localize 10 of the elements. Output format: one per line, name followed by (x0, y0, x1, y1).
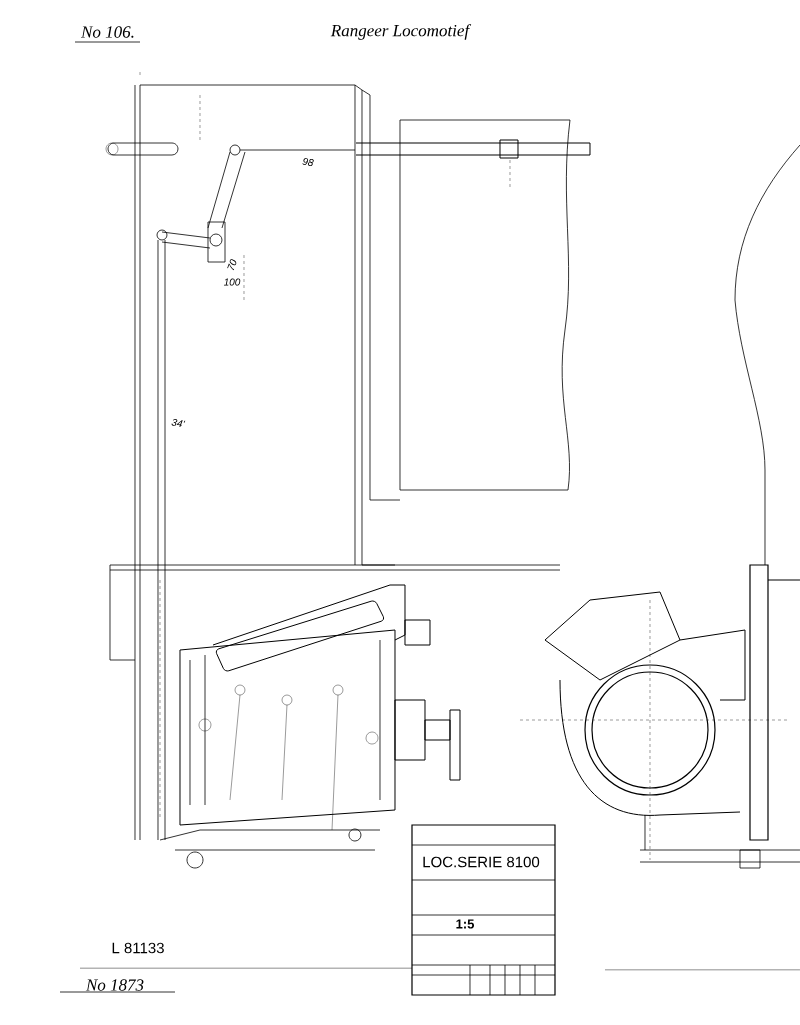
drawing-number: No 1873 (85, 979, 144, 991)
title: Rangeer Locomotief (330, 24, 472, 40)
dimension-label: 100 (223, 278, 241, 286)
dimension-label: 70 (227, 259, 237, 271)
dimension-label: 98 (302, 158, 314, 166)
drawing-number: L 81133 (112, 942, 164, 954)
dimension-label: 34' (171, 418, 186, 427)
drawing-number: No 106. (80, 26, 134, 38)
scale-label: 1:5 (456, 919, 475, 929)
series-label: LOC.SERIE 8100 (423, 856, 540, 868)
